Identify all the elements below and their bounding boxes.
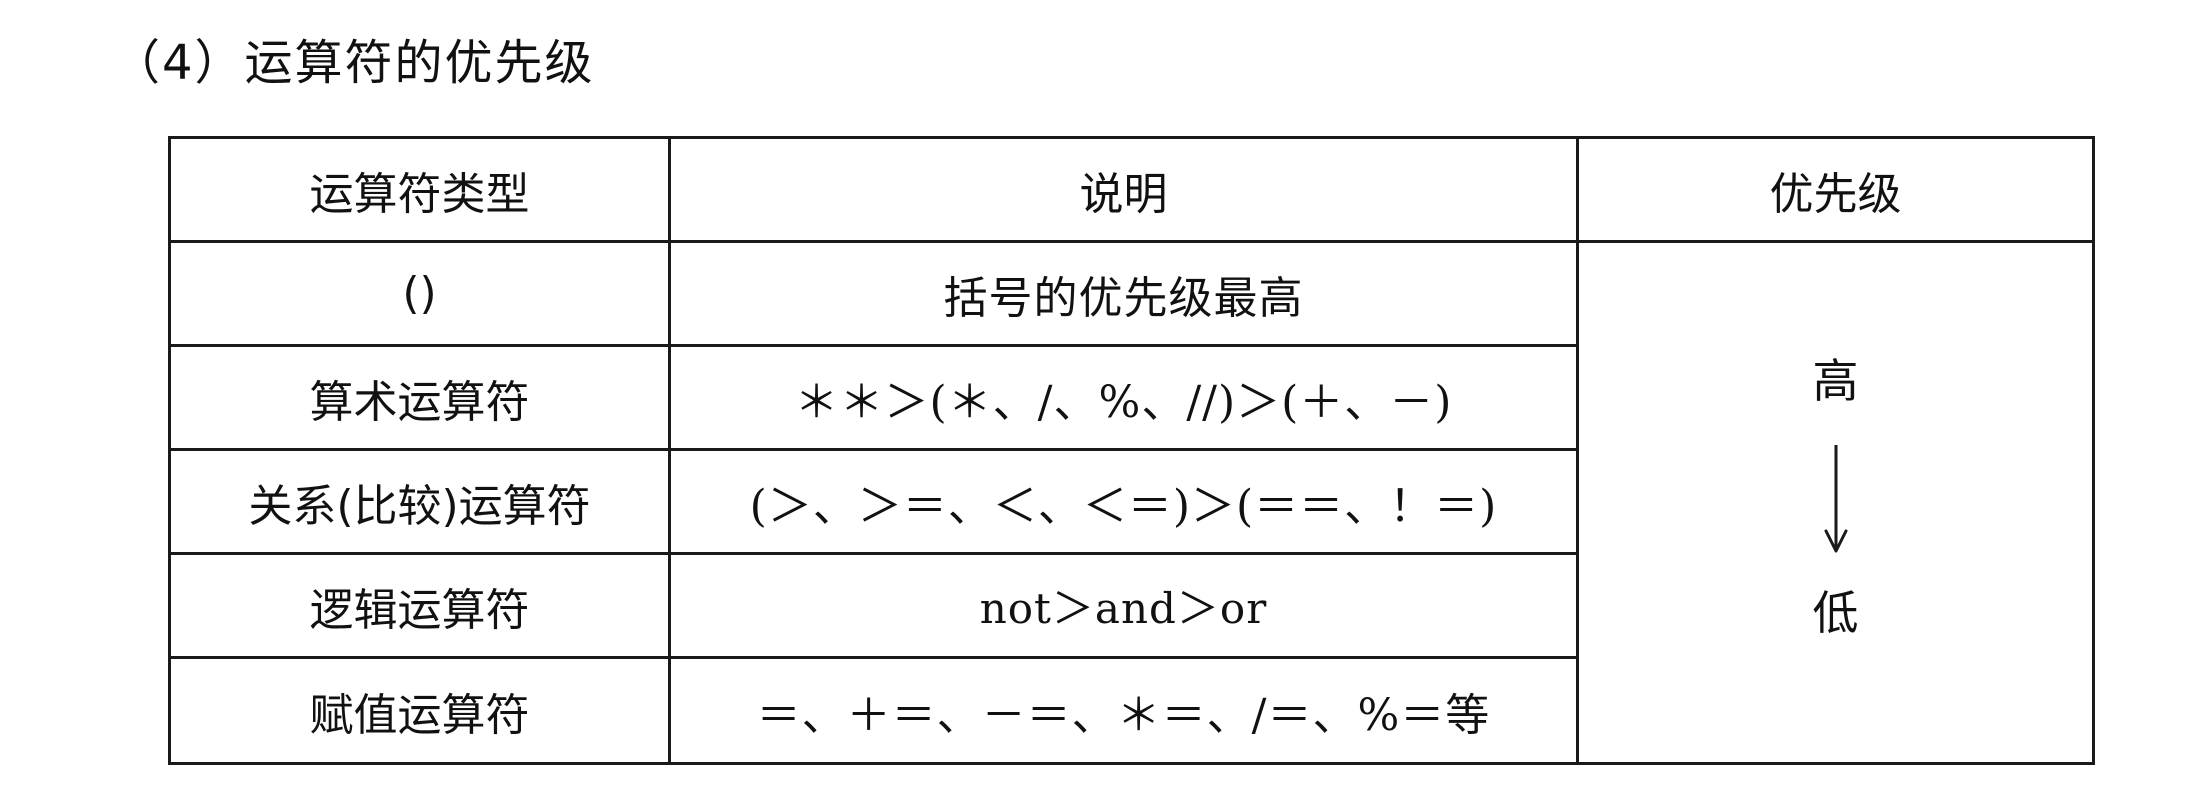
priority-indicator: 高 低 [1581,245,2091,761]
header-operator-type: 运算符类型 [168,136,671,243]
header-priority: 优先级 [1576,136,2095,243]
operator-type-cell: 赋值运算符 [168,656,671,765]
priority-high-label: 高 [1812,354,1859,408]
header-description: 说明 [668,136,1579,243]
table-header-row: 运算符类型 说明 优先级 [168,136,2095,243]
description-cell: ＊＊＞(＊、/、%、//)＞(＋、－) [668,344,1579,451]
description-cell: not＞and＞or [668,552,1579,659]
operator-type-cell: 关系(比较)运算符 [168,448,671,555]
description-cell: (＞、＞＝、＜、＜＝)＞(＝＝、！＝) [668,448,1579,555]
operator-precedence-table: 运算符类型 说明 优先级 () 括号的优先级最高 高 低 算术运算符 ＊＊＞(＊… [168,136,2095,765]
table-row: 关系(比较)运算符 (＞、＞＝、＜、＜＝)＞(＝＝、！＝) [168,448,2094,555]
operator-type-cell: 算术运算符 [168,344,671,451]
table-row: 逻辑运算符 not＞and＞or [168,552,2094,659]
priority-low-label: 低 [1812,586,1859,640]
down-arrow-icon [1824,445,1847,553]
operator-type-cell: () [168,240,671,347]
section-title: （4）运算符的优先级 [112,35,595,91]
operator-type-cell: 逻辑运算符 [168,552,671,659]
priority-cell: 高 低 [1576,240,2095,765]
description-cell: 括号的优先级最高 [668,240,1579,347]
description-cell: ＝、＋＝、－＝、＊＝、/＝、%＝等 [668,656,1579,765]
table-row: 算术运算符 ＊＊＞(＊、/、%、//)＞(＋、－) [168,344,2094,451]
table-row: 赋值运算符 ＝、＋＝、－＝、＊＝、/＝、%＝等 [168,656,2094,765]
table-row: () 括号的优先级最高 高 低 [168,240,2095,765]
